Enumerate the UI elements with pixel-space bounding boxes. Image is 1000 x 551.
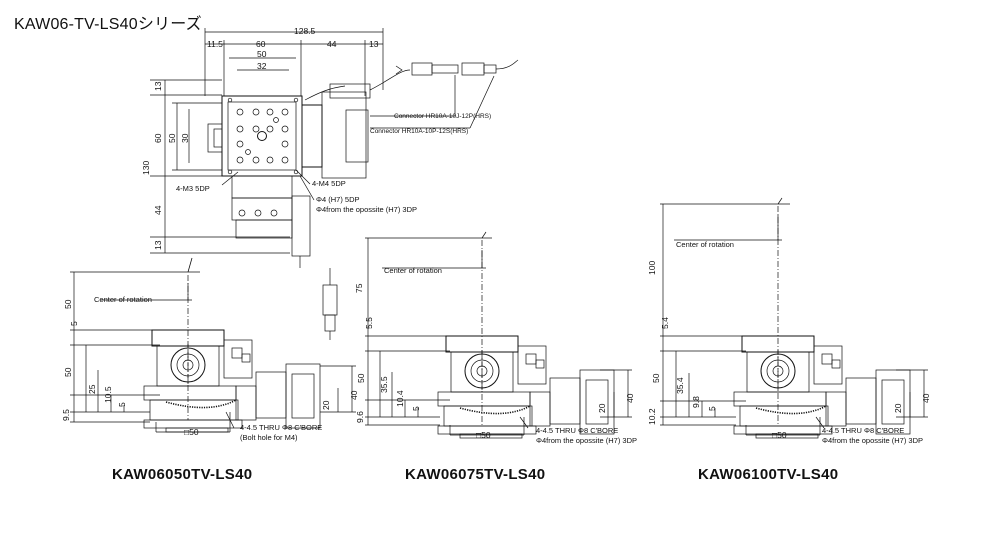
m1-dim-3: 25 xyxy=(87,384,97,394)
connector-label-2: Connector HR10A-10P-12S(HRS) xyxy=(370,128,468,135)
connector-label-1: Connector HR10A-10J-12P(HRS) xyxy=(394,113,491,120)
top-view: 128.5 11.5 60 44 13 50 32 13 60 50 30 13… xyxy=(141,26,519,340)
m3-dim-6: 10.2 xyxy=(647,408,657,425)
m2-base: □50 xyxy=(476,430,491,440)
side-view-kaw06100: Center of rotation 100 5.4 50 35.4 9.8 5… xyxy=(647,197,931,445)
m2-dim-2: 50 xyxy=(356,373,366,383)
model-caption-3: KAW06100TV-LS40 xyxy=(698,466,839,483)
center-label-3: Center of rotation xyxy=(676,240,734,249)
m1-dim-6: 9.5 xyxy=(61,409,71,421)
m3-dim-5: 5 xyxy=(707,406,717,411)
m1-dim-2: 50 xyxy=(63,367,73,377)
dim-left-4: 30 xyxy=(180,133,190,143)
m2-note-2: Φ4from the opossite (H7) 3DP xyxy=(536,436,637,445)
dim-top-5: 50 xyxy=(257,49,267,59)
m3-dim-1: 5.4 xyxy=(660,317,670,329)
m1-dim-5: 5 xyxy=(117,402,127,407)
model-caption-2: KAW06075TV-LS40 xyxy=(405,466,546,483)
dim-left-2: 60 xyxy=(153,133,163,143)
dim-left-3: 50 xyxy=(167,133,177,143)
m3-dim-2: 50 xyxy=(651,373,661,383)
m3-note-2: Φ4from the opossite (H7) 3DP xyxy=(822,436,923,445)
m3-dim-4: 9.8 xyxy=(691,396,701,408)
m3-rdim-1: 20 xyxy=(893,403,903,413)
m1-note-1: 4-4.5 THRU Φ8 C'BORE xyxy=(240,423,322,432)
m3-note-1: 4-4.5 THRU Φ8 C'BORE xyxy=(822,426,904,435)
dim-top-3: 44 xyxy=(327,39,337,49)
m1-rdim-0: 40 xyxy=(349,390,359,400)
side-view-kaw06075: Center of rotation 75 5.5 50 35.5 10.4 5… xyxy=(354,231,637,445)
m2-rdim-0: 40 xyxy=(625,393,635,403)
dim-top-4: 13 xyxy=(369,39,379,49)
m1-dim-4: 10.5 xyxy=(103,386,113,403)
m1-base: □50 xyxy=(184,427,199,437)
m2-dim-5: 5 xyxy=(411,406,421,411)
dim-left-6: 44 xyxy=(153,205,163,215)
m3-dim-3: 35.4 xyxy=(675,377,685,394)
hole-label-m4: 4-M4 5DP xyxy=(312,179,346,188)
m3-base: □50 xyxy=(772,430,787,440)
hole-label-m3: 4-M3 5DP xyxy=(176,184,210,193)
side-view-kaw06050: Center of rotation 50 5 50 25 10.5 5 9.5… xyxy=(61,257,359,442)
m1-note-2: (Bolt hole for M4) xyxy=(240,433,298,442)
dim-left-1: 13 xyxy=(153,81,163,91)
m2-rdim-1: 20 xyxy=(597,403,607,413)
dim-top-1: 11.5 xyxy=(207,39,223,49)
dim-top-2: 60 xyxy=(256,39,266,49)
pin-hole-label: Φ4 (H7) 5DP xyxy=(316,195,360,204)
m2-dim-0: 75 xyxy=(354,283,364,293)
m2-dim-6: 9.6 xyxy=(355,411,365,423)
m2-note-1: 4-4.5 THRU Φ8 C'BORE xyxy=(536,426,618,435)
m1-rdim-1: 20 xyxy=(321,400,331,410)
m2-dim-1: 5.5 xyxy=(364,317,374,329)
dim-left-5: 130 xyxy=(141,161,151,175)
pin-hole-opposite-label: Φ4from the opossite (H7) 3DP xyxy=(316,205,417,214)
stage-holes xyxy=(227,97,299,217)
center-label-2: Center of rotation xyxy=(384,266,442,275)
m2-dim-3: 35.5 xyxy=(379,376,389,393)
center-label-1: Center of rotation xyxy=(94,295,152,304)
m3-dim-0: 100 xyxy=(647,261,657,275)
m2-dim-4: 10.4 xyxy=(395,390,405,407)
dim-top-6: 32 xyxy=(257,61,267,71)
model-caption-1: KAW06050TV-LS40 xyxy=(112,466,253,483)
m3-rdim-0: 40 xyxy=(921,393,931,403)
m1-dim-0: 50 xyxy=(63,299,73,309)
m1-dim-1: 5 xyxy=(69,321,79,326)
drawing-title: KAW06-TV-LS40シリーズ xyxy=(14,16,202,33)
dim-top-total: 128.5 xyxy=(294,26,316,36)
dim-left-7: 13 xyxy=(153,240,163,250)
